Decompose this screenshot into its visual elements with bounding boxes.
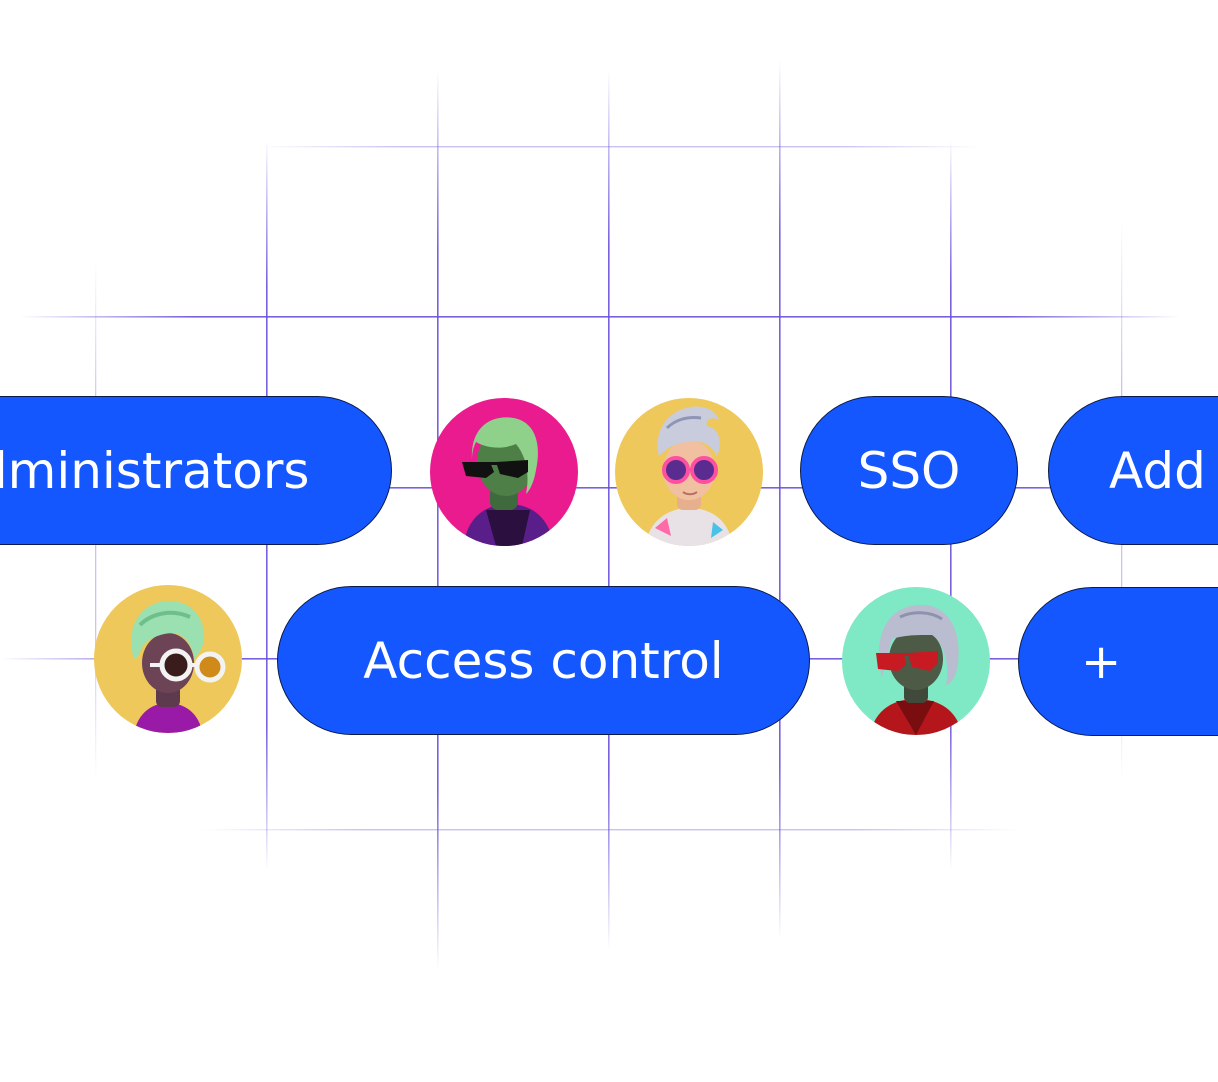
person-avatar-icon: [130, 600, 226, 733]
avatar-green-hair-sunglasses: [430, 398, 578, 546]
avatar-mint-hair-white-glasses: [94, 585, 242, 733]
person-avatar-icon: [645, 406, 733, 546]
administrators-label: Administrators: [0, 441, 310, 500]
access-control-pill[interactable]: Access control: [277, 586, 810, 735]
add-label: Add: [1109, 441, 1206, 500]
avatar-silver-hair-pink-glasses: [615, 398, 763, 546]
person-avatar-icon: [462, 417, 554, 546]
administrators-pill[interactable]: Administrators: [0, 396, 392, 545]
sso-pill[interactable]: SSO: [800, 396, 1018, 545]
access-control-label: Access control: [363, 631, 724, 690]
plus-icon: +: [1081, 633, 1122, 690]
person-avatar-icon: [870, 604, 962, 735]
avatar-silver-bob-red-glasses: [842, 587, 990, 735]
add-pill[interactable]: Add: [1048, 396, 1218, 545]
sso-label: SSO: [857, 441, 961, 500]
add-more-pill[interactable]: +: [1018, 587, 1218, 736]
